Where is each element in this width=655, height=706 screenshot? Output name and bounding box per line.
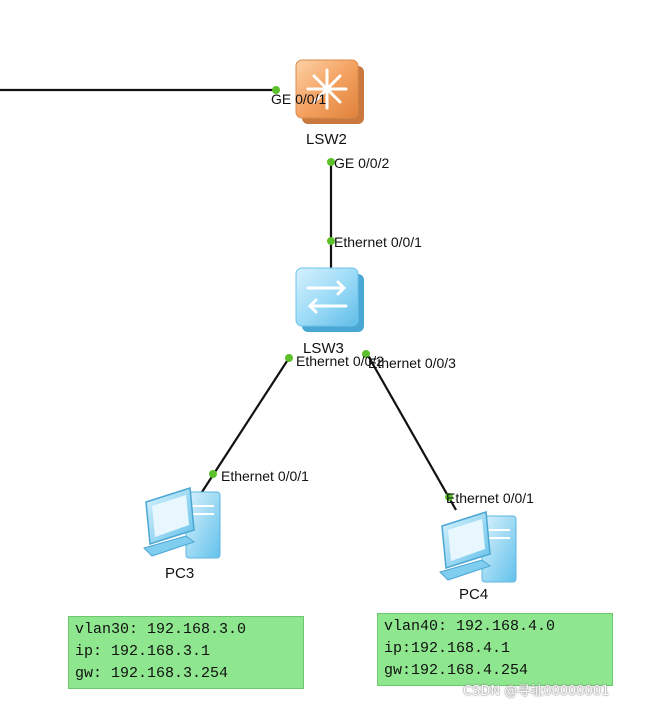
note-pc3-vlan: vlan30: 192.168.3.0 ip: 192.168.3.1 gw: … [68, 616, 304, 689]
port-label-lsw2-ge2: GE 0/0/2 [334, 155, 390, 171]
port-dot-pc4-e1 [445, 493, 453, 501]
port-label-lsw2-ge1: GE 0/0/1 [271, 91, 327, 107]
port-label-pc3-e1: Ethernet 0/0/1 [221, 468, 309, 484]
link-lsw3-pc4 [365, 351, 457, 511]
port-dot-lsw2-ge2 [327, 158, 335, 166]
port-label-pc4-e1: Ethernet 0/0/1 [446, 490, 534, 506]
note-pc4-line-gw: gw:192.168.4.254 [384, 662, 529, 679]
port-dot-lsw2-ge1 [272, 86, 280, 94]
note-pc4-line-ip: ip:192.168.4.1 [384, 640, 511, 657]
csdn-watermark: CSDN @寻址00000001 [463, 684, 610, 699]
note-pc4-line-vlan: vlan40: 192.168.4.0 [384, 618, 556, 635]
device-name-lsw2: LSW2 [306, 131, 347, 148]
lsw3-switch-icon[interactable] [295, 267, 364, 332]
port-dot-lsw3-e2 [285, 354, 293, 362]
device-name-pc4: PC4 [459, 586, 489, 603]
port-label-lsw3-e2: Ethernet 0/0/2 [296, 353, 384, 369]
lsw2-switch-icon[interactable] [295, 59, 364, 124]
port-dot-lsw3-e3 [362, 350, 370, 358]
note-pc3-line-vlan: vlan30: 192.168.3.0 [75, 621, 247, 638]
note-pc3-line-gw: gw: 192.168.3.254 [75, 665, 229, 682]
device-name-lsw3: LSW3 [303, 340, 344, 357]
port-dot-pc3-e1 [209, 470, 217, 478]
pc4-computer-icon[interactable] [439, 511, 517, 583]
port-label-lsw3-e1: Ethernet 0/0/1 [334, 234, 422, 250]
device-name-pc3: PC3 [165, 565, 195, 582]
note-pc3-line-ip: ip: 192.168.3.1 [75, 643, 211, 660]
port-label-lsw3-e3: Ethernet 0/0/3 [368, 355, 456, 371]
note-pc4-vlan: vlan40: 192.168.4.0 ip:192.168.4.1 gw:19… [377, 613, 613, 686]
port-dot-lsw3-e1 [327, 237, 335, 245]
pc3-computer-icon[interactable] [143, 487, 221, 559]
link-lsw3-pc3 [201, 357, 290, 493]
